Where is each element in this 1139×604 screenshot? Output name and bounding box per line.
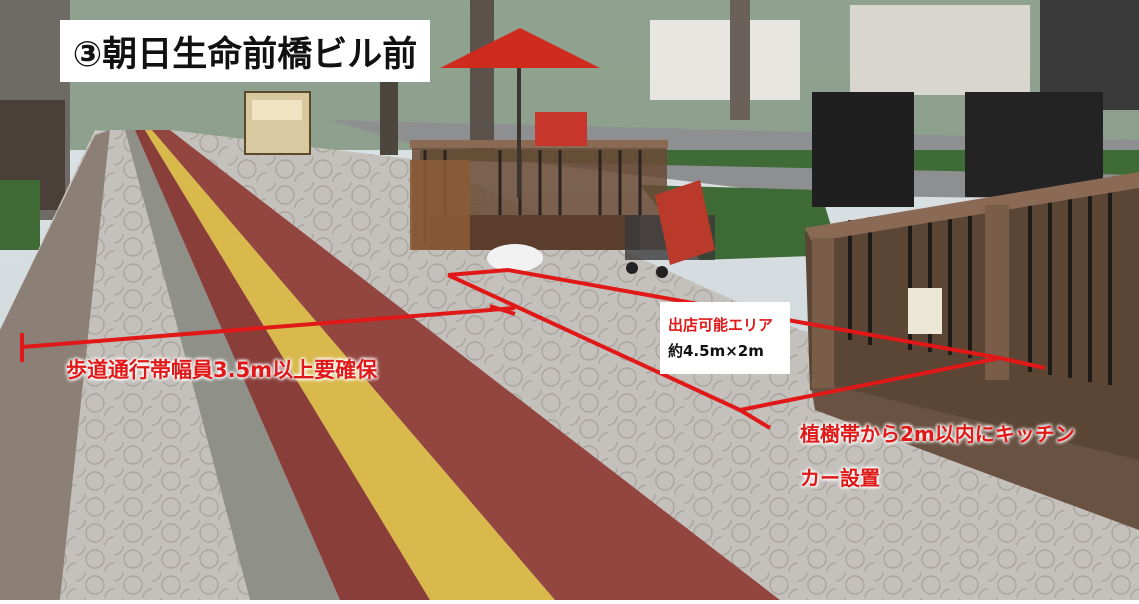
location-title: ③朝日生命前橋ビル前 bbox=[60, 20, 430, 82]
background-building bbox=[650, 20, 800, 100]
kitchen-car-note-line1: 植樹帯から2m以内にキッチン bbox=[800, 422, 1075, 446]
food-truck-window bbox=[252, 100, 302, 120]
red-mailbox bbox=[535, 112, 587, 146]
red-parasol bbox=[440, 28, 600, 68]
right-post bbox=[812, 238, 834, 388]
left-tile-strip bbox=[60, 130, 250, 600]
tree-trunk-2 bbox=[730, 0, 750, 120]
kitchen-car-note-line2: カー設置 bbox=[800, 466, 880, 490]
parasol-pole bbox=[517, 68, 521, 198]
vending-area-box: 出店可能エリア 約4.5m×2m bbox=[660, 302, 790, 374]
vending-area-label: 出店可能エリア bbox=[668, 316, 774, 334]
background-building-2 bbox=[850, 5, 1030, 95]
tree-trunk bbox=[470, 0, 494, 150]
folded-chairs bbox=[410, 160, 470, 250]
left-shrubs bbox=[0, 180, 40, 250]
left-curb bbox=[0, 130, 110, 600]
white-bag bbox=[487, 244, 543, 272]
folded-umbrella bbox=[655, 180, 715, 265]
sidewalk-width-note: 歩道通行帯幅員3.5m以上要確保 bbox=[66, 358, 378, 382]
tactile-paving bbox=[145, 130, 555, 600]
cart-wheel bbox=[626, 262, 638, 274]
scaffold-building bbox=[1040, 0, 1139, 110]
tree-trunk-3 bbox=[380, 60, 398, 155]
black-cabinet-2 bbox=[965, 92, 1103, 197]
right-top-rail bbox=[805, 172, 1139, 242]
notice-sign bbox=[908, 288, 942, 334]
annotation-lines bbox=[20, 267, 1046, 430]
black-cabinet bbox=[812, 92, 914, 207]
cart-wheel-2 bbox=[656, 266, 668, 278]
right-deck-base bbox=[810, 380, 1139, 530]
vending-area-size: 約4.5m×2m bbox=[668, 342, 764, 360]
red-brick-band bbox=[135, 130, 430, 600]
red-brick-band-right bbox=[152, 130, 780, 600]
grey-paving-strip bbox=[125, 130, 340, 600]
right-post-2 bbox=[985, 205, 1009, 380]
